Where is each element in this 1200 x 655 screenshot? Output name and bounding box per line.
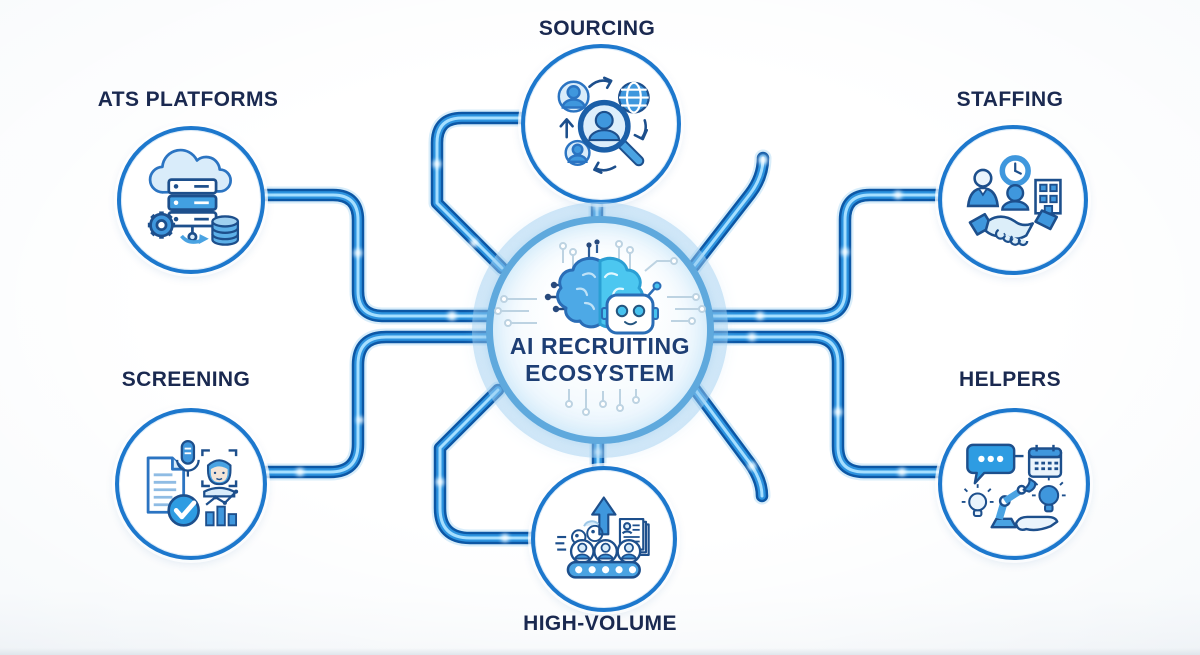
ats-platforms-label: ATS PLATFORMS [97, 88, 279, 111]
center-title-line1: AI RECRUITING [509, 333, 691, 359]
staffing-node [938, 125, 1088, 275]
high-volume-label: HIGH-VOLUME [523, 612, 677, 635]
ats-platforms-node [117, 126, 265, 274]
high-volume-node [531, 466, 677, 612]
screening-node [115, 408, 267, 560]
handshake-clock-building-icon [966, 154, 1062, 246]
resume-mic-face-check-chart-icon [146, 439, 238, 527]
staffing-label: STAFFING [956, 88, 1064, 111]
circuit-traces-bottom [565, 389, 640, 416]
conveyor-candidates-arrow-docs-icon [555, 496, 650, 579]
center-title: AI RECRUITING ECOSYSTEM [493, 333, 707, 387]
center-title-line2: ECOSYSTEM [525, 360, 675, 386]
center-hub: AI RECRUITING ECOSYSTEM [486, 216, 714, 444]
screening-label: SCREENING [121, 368, 251, 391]
sourcing-label: SOURCING [538, 17, 656, 40]
magnifier-people-globe-icon [557, 76, 650, 174]
helpers-label: HELPERS [959, 368, 1061, 391]
ai-brain-robot-icon [494, 239, 706, 335]
center-hub-halo: AI RECRUITING ECOSYSTEM [472, 202, 728, 458]
cloud-server-database-gear-icon [148, 149, 240, 247]
sourcing-node [521, 44, 681, 204]
chat-calendar-robot-arm-bulb-icon [961, 443, 1066, 532]
helpers-node [938, 408, 1090, 560]
